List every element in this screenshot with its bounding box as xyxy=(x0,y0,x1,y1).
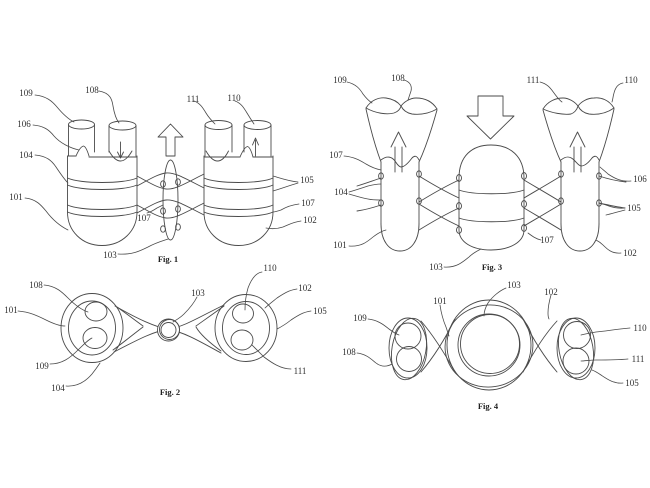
fig3-ref-101: 101 xyxy=(333,240,347,250)
fig3-center-capsule xyxy=(456,144,527,251)
fig3-right-funnel xyxy=(542,97,615,252)
fig3-right-up-arrow xyxy=(569,131,586,173)
fig1-caption: Fig. 1 xyxy=(158,254,178,264)
fig4-ref-111: 111 xyxy=(632,354,645,364)
fig3-ref-107-left: 107 xyxy=(329,150,343,160)
fig3-ref-108: 108 xyxy=(391,73,405,83)
fig3-ref-107-center: 107 xyxy=(540,235,554,245)
figure-4: 109 108 101 103 102 110 111 105 Fig. 4 xyxy=(342,280,647,411)
fig1-left-vessel xyxy=(67,119,138,246)
fig1-ref-110: 110 xyxy=(227,93,241,103)
fig4-labels: 109 108 101 103 102 110 111 105 xyxy=(342,280,647,388)
fig3-ref-105: 105 xyxy=(627,203,641,213)
fig3-ref-103: 103 xyxy=(429,262,443,272)
fig1-cross-bands xyxy=(136,172,205,219)
figure-3: 109 108 111 110 107 104 106 105 101 107 … xyxy=(329,73,647,272)
fig1-up-block-arrow xyxy=(157,123,184,157)
fig1-ref-107-right: 107 xyxy=(301,198,315,208)
fig3-cross-bands xyxy=(356,175,627,231)
fig1-leaders xyxy=(24,90,302,255)
fig3-ref-104: 104 xyxy=(334,187,348,197)
fig4-ref-108: 108 xyxy=(342,347,356,357)
fig3-ref-106: 106 xyxy=(633,174,647,184)
fig4-ref-109: 109 xyxy=(353,313,367,323)
fig4-leaders xyxy=(356,287,631,384)
fig4-ref-105: 105 xyxy=(625,378,639,388)
fig1-ref-111: 111 xyxy=(187,94,200,104)
fig4-ref-102: 102 xyxy=(544,287,558,297)
fig3-ref-110: 110 xyxy=(624,75,638,85)
fig2-caption: Fig. 2 xyxy=(160,387,180,397)
fig4-drawing xyxy=(356,287,631,391)
fig3-ref-111: 111 xyxy=(527,75,540,85)
fig4-caption: Fig. 4 xyxy=(478,401,499,411)
fig4-cross-bands xyxy=(420,318,558,373)
fig1-ref-105: 105 xyxy=(300,175,314,185)
fig3-drawing xyxy=(343,79,632,268)
fig1-center-loop xyxy=(160,159,181,241)
fig2-drawing xyxy=(17,271,312,387)
fig1-ref-102: 102 xyxy=(303,215,317,225)
fig1-ref-103: 103 xyxy=(103,250,117,260)
fig2-center-ring xyxy=(157,318,180,342)
fig1-labels: 109 108 106 104 101 111 110 105 107 102 … xyxy=(9,85,317,260)
fig2-ref-103: 103 xyxy=(191,288,205,298)
fig1-ref-104: 104 xyxy=(19,150,33,160)
fig1-ref-108: 108 xyxy=(85,85,99,95)
fig4-right-pod xyxy=(556,317,596,381)
fig4-ref-110: 110 xyxy=(633,323,647,333)
fig3-down-block-arrow xyxy=(466,95,515,140)
fig2-ref-101: 101 xyxy=(4,305,18,315)
fig2-ref-108: 108 xyxy=(29,280,43,290)
fig1-ref-109: 109 xyxy=(19,88,33,98)
fig1-small-down-arrow xyxy=(117,141,124,159)
fig3-ref-102: 102 xyxy=(623,248,637,258)
fig3-caption: Fig. 3 xyxy=(482,262,502,272)
figure-1: 109 108 106 104 101 111 110 105 107 102 … xyxy=(9,85,317,264)
fig3-leaders xyxy=(343,79,632,268)
fig2-right-ring xyxy=(214,294,278,362)
fig2-leaders xyxy=(17,271,312,387)
figure-2: 108 101 109 104 103 110 102 105 111 Fig.… xyxy=(4,263,327,397)
fig3-labels: 109 108 111 110 107 104 106 105 101 107 … xyxy=(329,73,647,272)
fig1-drawing xyxy=(24,90,302,255)
fig2-ref-104: 104 xyxy=(51,383,65,393)
fig3-ref-109: 109 xyxy=(333,75,347,85)
fig2-labels: 108 101 109 104 103 110 102 105 111 xyxy=(4,263,327,393)
fig2-ref-109: 109 xyxy=(35,361,49,371)
fig4-center-ring xyxy=(444,299,534,391)
fig3-left-up-arrow xyxy=(390,131,407,173)
fig1-small-up-arrow xyxy=(252,137,259,157)
fig3-left-funnel xyxy=(365,97,438,252)
fig2-left-ring xyxy=(60,293,124,363)
fig2-ref-111: 111 xyxy=(294,366,307,376)
fig2-ref-105: 105 xyxy=(313,306,327,316)
fig4-ref-103: 103 xyxy=(507,280,521,290)
fig4-left-pod xyxy=(388,317,428,381)
fig1-ref-101: 101 xyxy=(9,192,23,202)
fig1-right-vessel xyxy=(203,120,274,246)
fig2-ref-110: 110 xyxy=(263,263,277,273)
fig2-ref-102: 102 xyxy=(298,283,312,293)
fig1-ref-106: 106 xyxy=(17,119,31,129)
fig4-ref-101: 101 xyxy=(433,296,447,306)
fig1-ref-107-center: 107 xyxy=(137,213,151,223)
